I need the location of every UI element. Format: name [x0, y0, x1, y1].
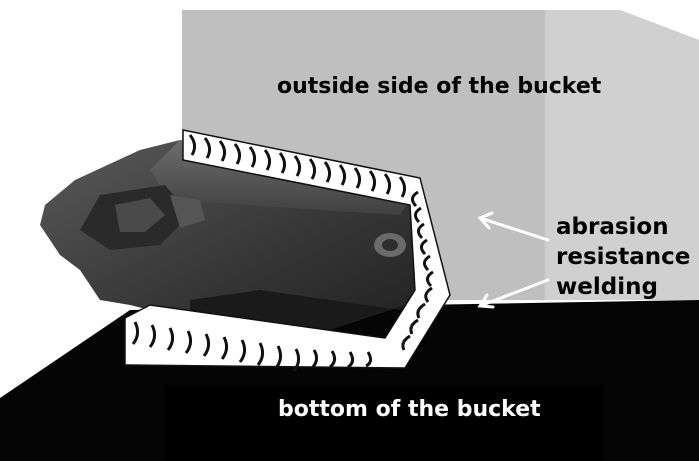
abrasion-label-line-1: abrasion	[556, 212, 690, 242]
outside-side-label: outside side of the bucket	[277, 74, 601, 99]
abrasion-label-line-3: welding	[556, 272, 690, 302]
abrasion-resistance-welding-label: abrasion resistance welding	[556, 212, 690, 302]
abrasion-label-line-2: resistance	[556, 242, 690, 272]
bottom-label: bottom of the bucket	[278, 397, 541, 422]
